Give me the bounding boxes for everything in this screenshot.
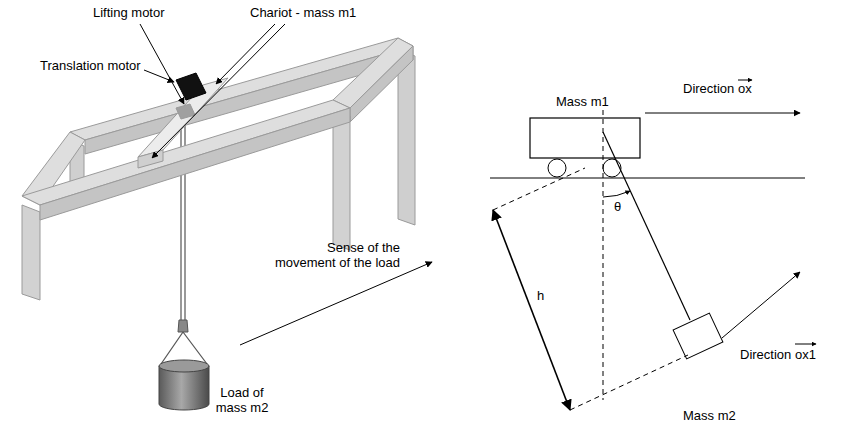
chariot-box: [530, 118, 640, 158]
schematic: [490, 80, 816, 410]
load: [159, 320, 209, 410]
movement-arrow: [240, 262, 432, 345]
vector-arrow: [738, 80, 752, 81]
leg: [398, 50, 415, 225]
sling: [183, 332, 207, 364]
direction-label: Direction ox: [683, 81, 752, 96]
extension-dashed: [493, 168, 585, 210]
extension-dashed: [570, 355, 688, 410]
translation-motor: [176, 73, 206, 100]
rail-top: [22, 100, 350, 205]
wheel: [548, 159, 566, 177]
vertical-dashed: [603, 110, 604, 400]
part-label: Translation motor: [40, 58, 141, 73]
crane-frame: [22, 38, 415, 300]
angle-arc: [603, 191, 630, 197]
cross-beam-side: [350, 46, 413, 122]
part-label: Chariot - mass m1: [250, 5, 356, 20]
load-label: Load of mass m2: [212, 385, 272, 415]
leader-arrow: [144, 70, 174, 82]
angle-label: θ: [614, 199, 621, 214]
leader-arrow: [152, 24, 285, 158]
movement-label: Sense of the movement of the load: [270, 240, 400, 270]
wheel: [603, 159, 621, 177]
direction-label: Direction ox1: [740, 347, 816, 362]
rope: [603, 132, 690, 320]
load-cylinder: [159, 366, 209, 410]
front-rail: [22, 100, 350, 220]
dimension-label: h: [536, 288, 545, 303]
hook: [178, 320, 188, 332]
lifting-motor: [176, 104, 195, 119]
rail-side: [40, 108, 350, 220]
rail-top: [70, 38, 413, 140]
h-dimension: [493, 210, 570, 410]
leg: [333, 110, 350, 250]
mass-label: Mass m1: [555, 94, 610, 109]
sling: [161, 332, 183, 364]
leg: [22, 205, 40, 300]
part-label: Lifting motor: [93, 5, 165, 20]
mass-box: [673, 313, 723, 359]
load-top: [159, 360, 209, 372]
leader-arrow: [140, 24, 184, 104]
chariot-side: [138, 150, 163, 168]
rail-line: [490, 178, 805, 179]
vector-arrow: [795, 344, 816, 345]
leader-arrow: [216, 24, 275, 84]
direction-arrow: [645, 113, 800, 114]
direction-arrow: [722, 272, 800, 338]
leader-lines: [140, 24, 432, 345]
mass-label: Mass m2: [683, 408, 736, 423]
